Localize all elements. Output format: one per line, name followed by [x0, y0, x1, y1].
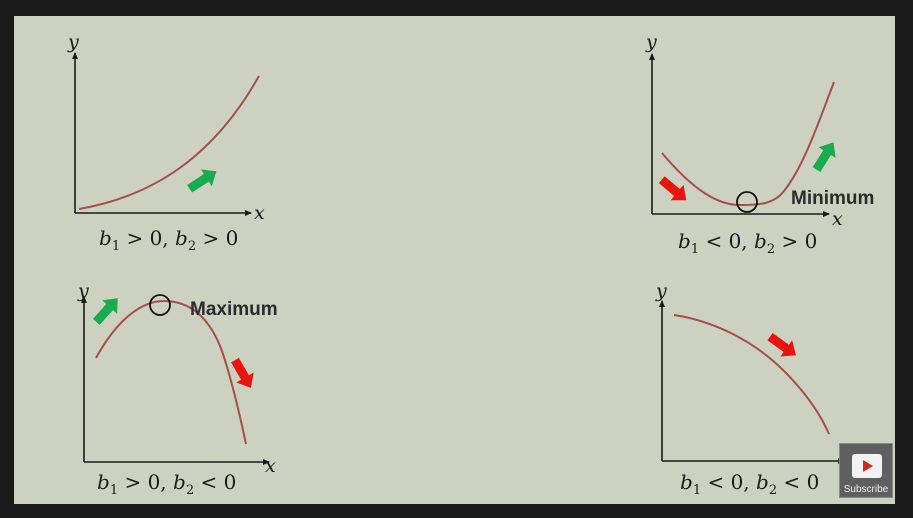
panel-top-left: y x b1 > 0, b2 > 0 [67, 31, 265, 254]
panel-bottom-left: y x Maximum b1 > 0, b2 < 0 [77, 280, 278, 498]
slide: y x b1 > 0, b2 > 0 y x Minimum [14, 16, 895, 504]
increase-arrow [812, 142, 836, 172]
maximum-marker [149, 294, 171, 316]
play-icon [852, 454, 882, 478]
increase-arrow [92, 298, 118, 325]
quadratic-shapes-diagram: y x b1 > 0, b2 > 0 y x Minimum [67, 31, 874, 498]
curve [78, 75, 260, 210]
x-axis-label: x [265, 455, 276, 477]
y-axis-label: y [67, 31, 79, 53]
subscribe-label: Subscribe [843, 484, 889, 495]
minimum-label: Minimum [791, 188, 874, 209]
y-axis-label: y [77, 280, 89, 302]
increase-arrow [187, 169, 217, 193]
maximum-label: Maximum [190, 299, 278, 320]
decrease-arrow [767, 332, 796, 357]
curve [673, 314, 830, 435]
panel-bottom-right: y x b1 < 0, b2 < 0 [655, 280, 852, 498]
subscribe-button[interactable]: Subscribe [839, 443, 893, 498]
minimum-marker [736, 191, 758, 213]
curve [661, 81, 835, 207]
curve [95, 299, 247, 445]
x-axis-label: x [254, 202, 265, 224]
x-axis-label: x [832, 208, 843, 230]
y-axis-label: y [655, 280, 667, 302]
panel-caption: b1 < 0, b2 > 0 [678, 229, 817, 257]
panel-caption: b1 > 0, b2 > 0 [99, 226, 238, 254]
panel-caption: b1 < 0, b2 < 0 [680, 470, 819, 498]
panel-caption: b1 > 0, b2 < 0 [97, 470, 236, 498]
panel-top-right: y x Minimum b1 < 0, b2 > 0 [645, 31, 874, 257]
decrease-arrow [231, 357, 254, 388]
y-axis-label: y [645, 31, 657, 53]
decrease-arrow [658, 176, 687, 201]
